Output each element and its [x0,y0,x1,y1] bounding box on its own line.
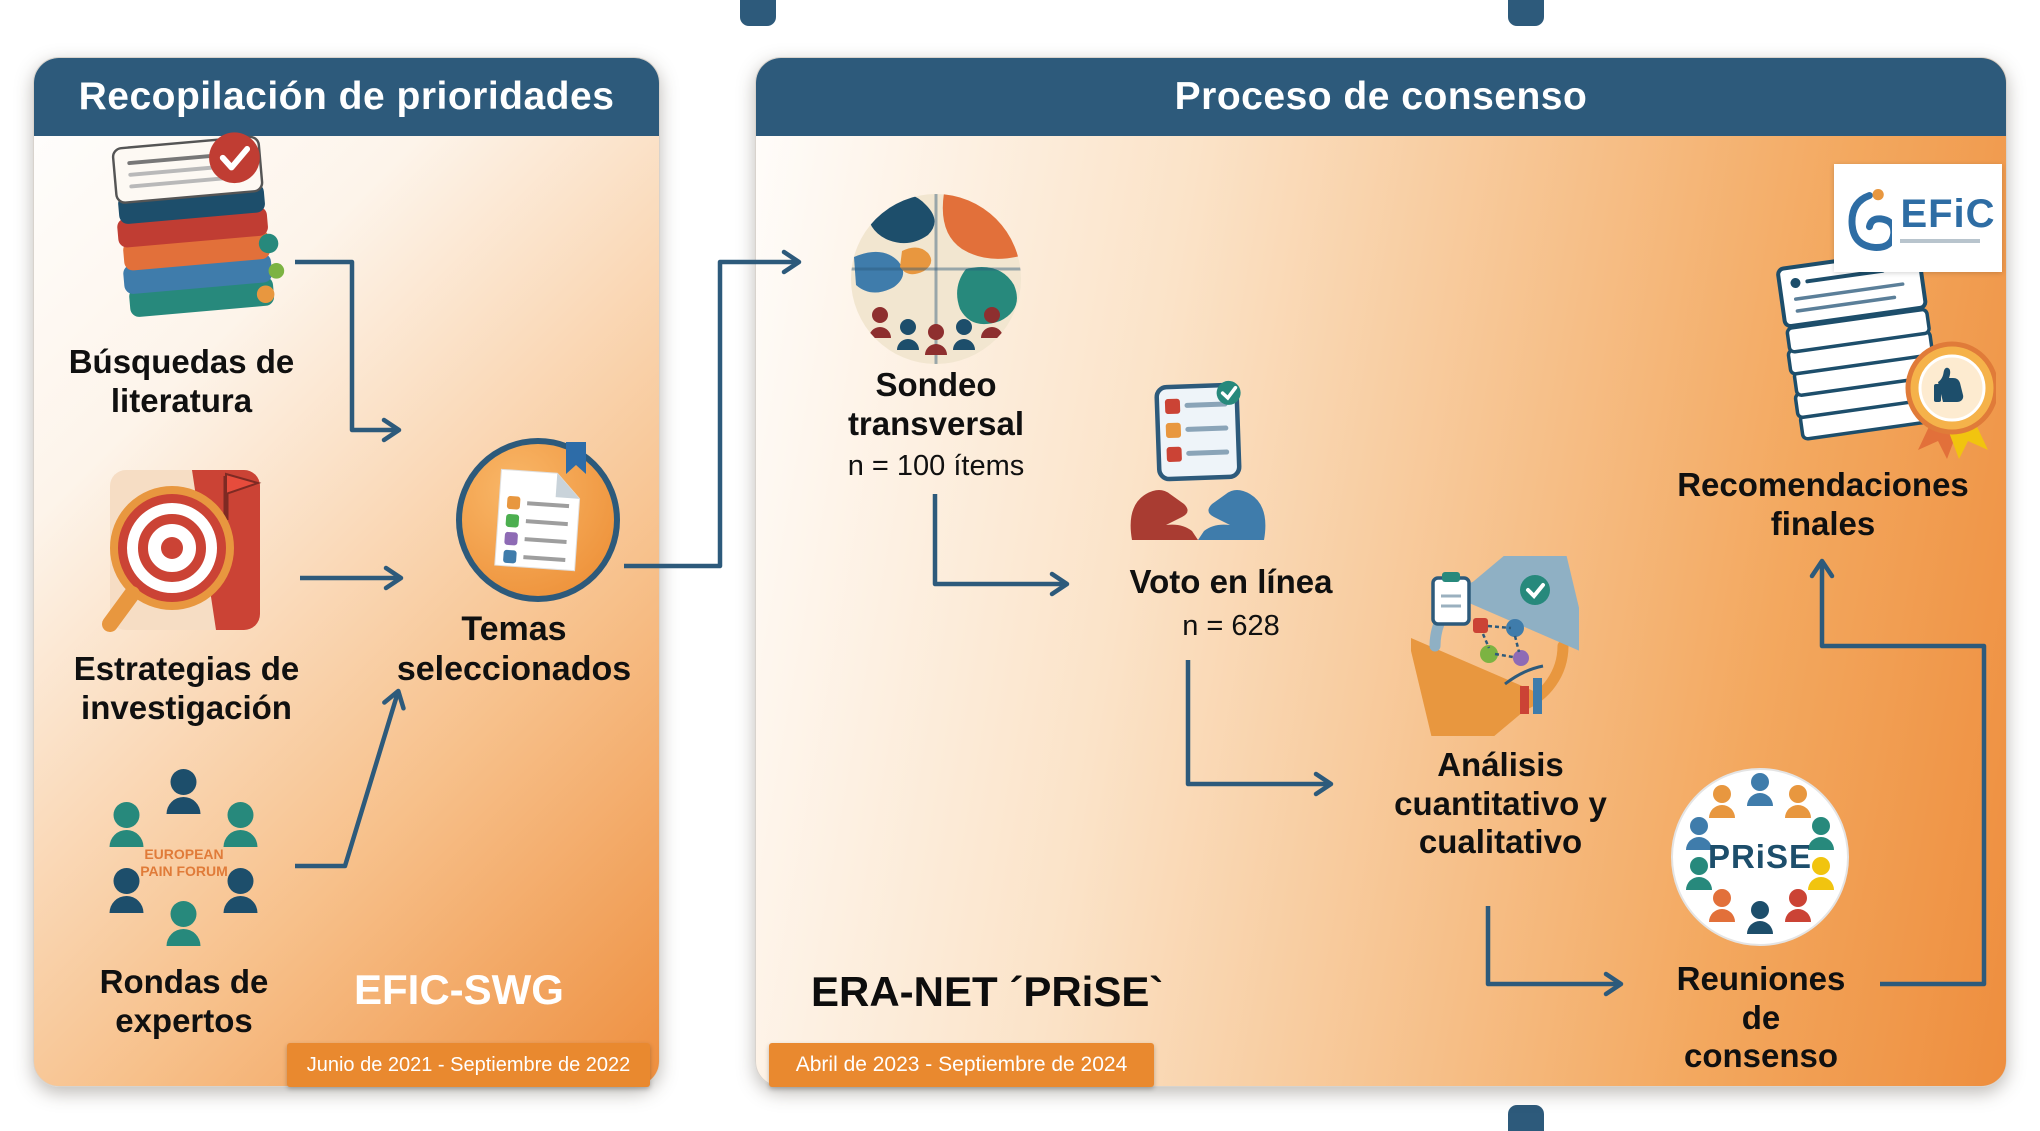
analysis-icon [1411,556,1579,736]
priorities-panel: Recopilación de prioridades [33,57,660,1087]
efic-logo-tagline [1900,238,1981,243]
decorative-tab [1508,0,1544,26]
efic-logo: EFiC [1834,164,2002,272]
efic-logo-mark [1848,188,1893,251]
research-strategy-icon [96,456,274,644]
vote-label: Voto en línea [1129,563,1333,600]
selected-topics-label: Temas seleccionados [396,610,632,688]
consensus-date-badge: Abril de 2023 - Septiembre de 2024 [769,1043,1154,1087]
vote-count: n = 628 [1182,610,1280,642]
literature-search-icon [96,116,291,336]
efic-logo-text: EFiC [1900,191,1996,236]
consensus-panel-title: Proceso de consenso [756,58,2006,136]
survey-count: n = 100 ítems [847,450,1025,482]
online-vote-icon [1118,378,1278,543]
consensus-panel: Proceso de consenso [755,57,2007,1087]
era-net-label: ERA-NET ´PRiSE` [811,968,1164,1015]
experts-label: Rondas de expertos [99,963,269,1039]
consensus-meetings-label: Reuniones de consenso [1676,960,1846,1075]
research-label: Estrategias de investigación [73,650,300,726]
efic-swg-label: EFIC-SWG [354,966,564,1013]
survey-label: Sondeo transversal [847,366,1025,442]
analysis-label: Análisis cuantitativo y cualitativo [1394,746,1607,861]
priorities-panel-title: Recopilación de prioridades [34,58,659,136]
survey-globe-icon [848,191,1024,367]
decorative-tab [1508,1105,1544,1131]
selected-topics-icon [454,436,622,604]
expert-forum-icon: EUROPEAN PAIN FORUM [79,763,289,963]
efic-logo-textblock: EFiC [1900,194,1995,243]
priorities-date-badge: Junio de 2021 - Septiembre de 2022 [287,1043,650,1087]
literature-label: Búsquedas de literatura [68,343,295,419]
decorative-tab [740,0,776,26]
recommendations-label: Recomendaciones finales [1677,466,1969,542]
prise-logo-icon: PRiSE [1669,766,1851,948]
